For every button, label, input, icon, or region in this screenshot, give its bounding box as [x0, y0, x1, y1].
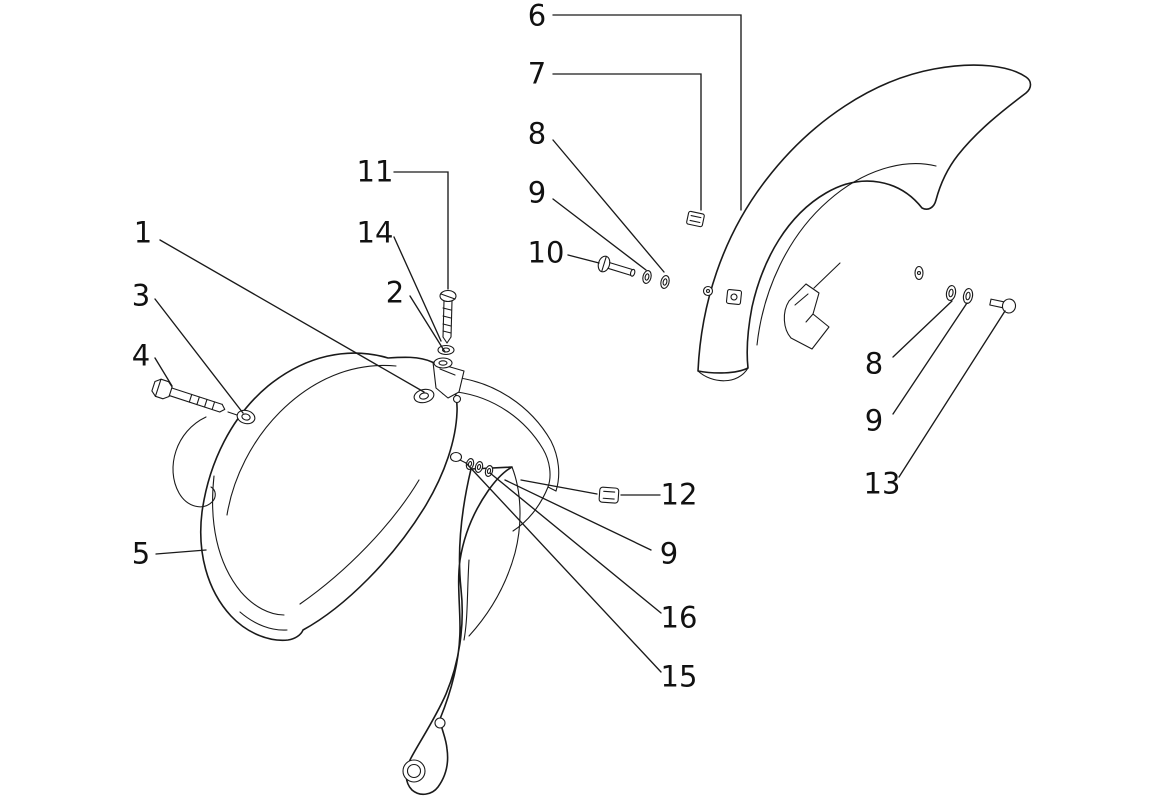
- washer-8-right-drawing: [945, 285, 957, 301]
- leader-lines: [154, 14, 1006, 673]
- cable-guide-drawing: [172, 411, 238, 508]
- callout-label-8-right: 8: [864, 346, 884, 381]
- callout-label-7: 7: [527, 56, 547, 91]
- leader-line-9: [552, 198, 647, 271]
- clip-12-drawing: [598, 486, 620, 504]
- callout-label-9-mid: 9: [659, 536, 679, 571]
- leader-line-1: [159, 239, 425, 393]
- callout-label-6: 6: [527, 0, 547, 33]
- leader-line-9r: [892, 302, 968, 415]
- callout-label-13: 13: [863, 466, 901, 501]
- callout-label-10: 10: [527, 235, 565, 270]
- leader-line-6: [552, 14, 742, 211]
- leader-line-4: [154, 357, 173, 387]
- callout-label-9-right: 9: [864, 403, 884, 438]
- leader-line-9b: [504, 479, 652, 551]
- callout-label-2: 2: [385, 275, 405, 310]
- stud-washers-drawing: [449, 451, 494, 477]
- washer-9-left-drawing: [642, 270, 652, 284]
- callout-label-1: 1: [133, 215, 153, 250]
- callout-label-4: 4: [131, 338, 151, 373]
- washer-9-right-drawing: [962, 288, 974, 304]
- front-fender-detail-lines: [212, 364, 420, 631]
- washer-8-left-drawing: [660, 275, 670, 289]
- leader-line-16: [489, 472, 662, 614]
- callout-label-9: 9: [527, 175, 547, 210]
- callout-label-8: 8: [527, 116, 547, 151]
- callout-label-11: 11: [356, 154, 394, 189]
- callout-label-12: 12: [660, 477, 698, 512]
- leader-line-11: [393, 171, 449, 290]
- right-fender-details: [702, 163, 937, 350]
- leader-line-3: [154, 298, 244, 414]
- callout-label-14: 14: [356, 215, 394, 250]
- lower-bracket-drawing: [402, 466, 521, 796]
- screw-13-drawing: [989, 298, 1017, 314]
- callout-label-3: 3: [131, 278, 151, 313]
- leader-line-14: [393, 236, 442, 342]
- leader-line-12b: [520, 479, 598, 495]
- leader-line-10: [567, 254, 600, 264]
- leader-line-8: [552, 139, 665, 273]
- leader-line-7: [552, 73, 702, 211]
- mounting-hole-drawing: [413, 361, 465, 404]
- washer-2-drawing: [433, 357, 453, 369]
- clip-7-drawing: [686, 210, 705, 228]
- nut-3-drawing: [236, 409, 256, 425]
- right-fender-outline: [697, 64, 1032, 382]
- leader-line-2: [409, 295, 446, 353]
- callout-label-15: 15: [660, 659, 698, 694]
- screw-11-drawing: [439, 289, 457, 344]
- leader-line-15: [465, 462, 662, 673]
- callout-label-5: 5: [131, 536, 151, 571]
- bolt-4-drawing: [151, 378, 226, 413]
- leader-line-5: [155, 549, 207, 555]
- leader-line-13: [898, 310, 1006, 478]
- leader-line-8r: [892, 300, 953, 358]
- callout-label-16: 16: [660, 600, 698, 635]
- washer-14-drawing: [437, 344, 455, 356]
